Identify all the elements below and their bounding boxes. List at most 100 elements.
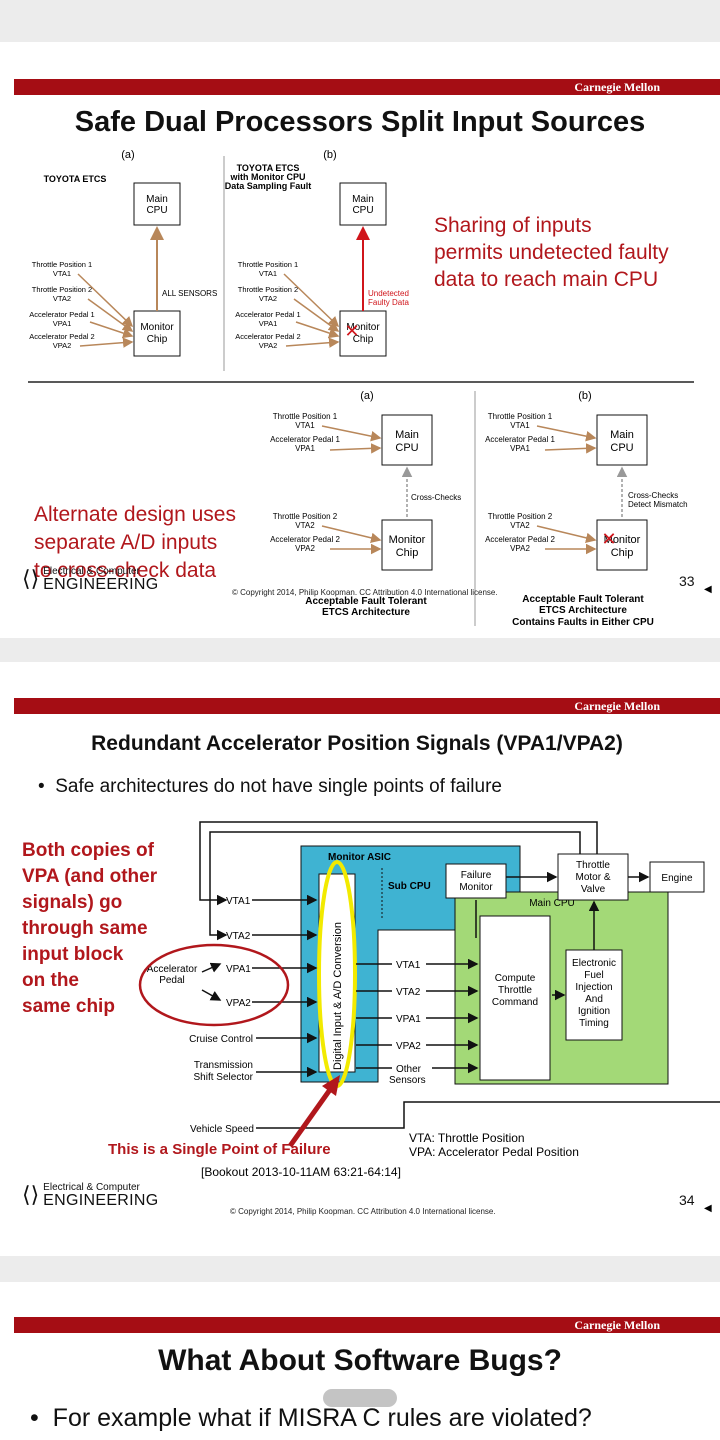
svg-text:VPA2: VPA2 [396,1041,421,1052]
cruise-control-label: Cruise Control [189,1034,253,1045]
top-a-input-arrows [77,273,134,348]
label-a-bottom: (a) [360,390,373,402]
monitor-chip-box [133,310,181,357]
cmu-logo: Carnegie Mellon [574,1318,660,1332]
digital-input-label: Digital Input & A/D Conversion [332,922,344,1070]
copyright: © Copyright 2014, Philip Koopman. CC Att… [230,1207,496,1216]
throttle-motor-box [557,853,629,901]
heading-toyota-etcs: TOYOTA ETCS [44,174,107,184]
single-point-arrow [287,1082,337,1148]
monitor-chip-box-2b [596,519,648,571]
single-point-arrow-head [322,1075,340,1096]
bullet-item: • For example what if MISRA C rules are … [30,1404,592,1432]
bullet-item: • Safe architectures do not have single … [38,776,502,797]
scroll-handle[interactable] [323,1389,397,1407]
svg-text:VPA2: VPA2 [226,998,251,1009]
digital-input-block [318,873,356,1073]
main-cpu-label: Main CPU [529,898,575,909]
pedal-to-vpa1 [201,962,222,973]
ece-logo-icon: ⟨⟩ [22,566,40,591]
bottom-a-arrows [321,425,382,555]
pedal-to-vpa2 [201,989,222,1001]
bullet-dot: • [30,1404,39,1432]
main-cpu-box-2b [596,414,648,466]
engine-box [649,861,705,893]
main-cpu-box-2a [381,414,433,466]
bullet-dot: • [38,776,45,797]
cross-check-label-a: Cross-Checks [411,493,461,502]
failure-monitor-box-top [445,863,507,899]
all-sensors-label: ALL SENSORS [162,289,217,298]
slide-title: Safe Dual Processors Split Input Sources [74,106,646,138]
left-signals: VTA1 VTA2 VPA1 VPA2 [226,896,251,1009]
compute-throttle-box [479,915,551,1081]
bottom-b-arrows [536,425,597,555]
both-copies-text: Both copies of VPA (and other signals) g… [22,840,162,1017]
right-signal-lines [356,958,479,1074]
svg-text:Sensors: Sensors [389,1075,426,1086]
page-number: 33 [679,573,695,589]
svg-text:VTA2: VTA2 [396,987,421,998]
main-cpu-box [133,182,181,226]
prev-arrow-icon[interactable]: ◀ [704,1203,712,1214]
svg-text:VPA1: VPA1 [226,964,251,975]
main-cpu-box-b [339,182,387,226]
cmu-banner: Carnegie Mellon [14,698,720,714]
slide-title: What About Software Bugs? [158,1344,562,1377]
monitor-chip-box-b [339,310,387,357]
pedal-circle [138,943,290,1027]
vta2-feedback [209,831,581,941]
page-number: 34 [679,1192,695,1208]
monitor-asic-label: Monitor ASIC [328,852,391,863]
vpa-diagram: Both copies of VPA (and other signals) g… [22,821,720,1179]
vehicle-speed-label: Vehicle Speed [190,1124,254,1135]
vehicle-speed-line [310,1101,720,1129]
efi-box [565,949,623,1041]
cmu-banner: Carnegie Mellon [14,1317,720,1333]
label-b-bottom: (b) [578,390,591,402]
sub-cpu-label: Sub CPU [388,881,431,892]
svg-text:VTA1: VTA1 [396,960,421,971]
svg-text:Other: Other [396,1064,422,1075]
prev-arrow-icon[interactable]: ◀ [704,584,712,595]
engine-label: Engine [661,873,693,884]
label-b-top: (b) [323,149,336,161]
slide-33: Carnegie Mellon Safe Dual Processors Spl… [0,42,720,638]
monitor-chip-box-2a [381,519,433,571]
bookout-ref: [Bookout 2013-10-11AM 63:21-64:14] [201,1165,401,1179]
